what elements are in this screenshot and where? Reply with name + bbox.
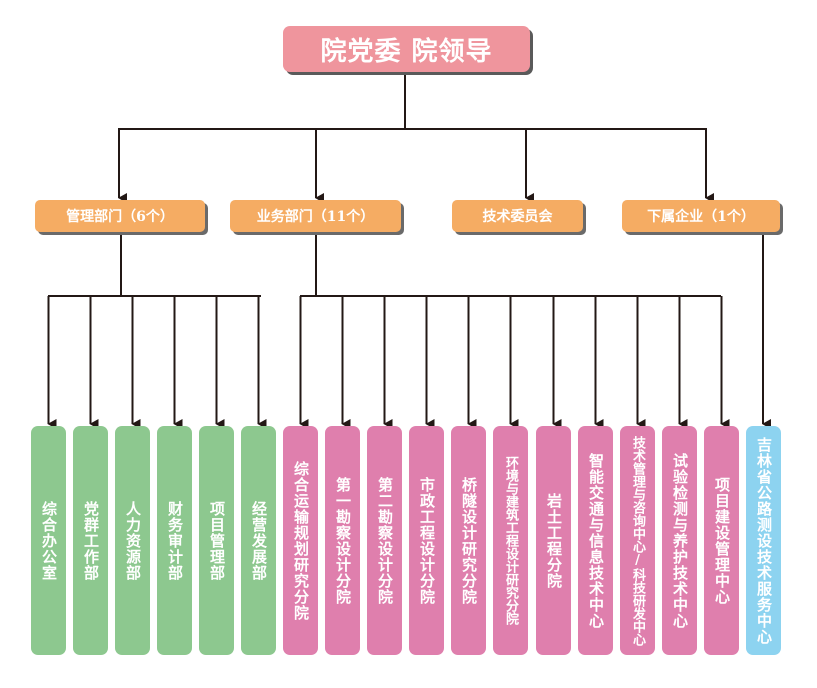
leaf-label: 技术管理与咨询中心/科技研发中心 <box>630 435 645 646</box>
leaf-label: 环境与建筑工程设计研究分院 <box>503 456 518 625</box>
node-subsidiary-enterprises: 下属企业（1个） <box>622 200 780 232</box>
node-business-departments: 业务部门（11个） <box>230 200 401 232</box>
leaf-label: 财务审计部 <box>166 500 184 581</box>
node-label: 管理部门（6个） <box>66 209 174 225</box>
leaf-business-department: 项目建设管理中心 <box>704 426 739 655</box>
leaf-business-department: 岩土工程分院 <box>536 426 571 655</box>
leaf-business-department: 环境与建筑工程设计研究分院 <box>493 426 528 655</box>
leaf-business-department: 市政工程设计分院 <box>409 426 444 655</box>
node-management-departments: 管理部门（6个） <box>35 200 205 232</box>
node-label: 业务部门（11个） <box>256 209 375 225</box>
leaf-label: 综合办公室 <box>40 500 58 581</box>
leaf-business-department: 综合运输规划研究分院 <box>283 426 318 655</box>
root-node-party-committee-leadership: 院党委 院领导 <box>283 26 530 72</box>
node-technical-committee: 技术委员会 <box>452 200 583 232</box>
leaf-label: 人力资源部 <box>124 500 142 581</box>
leaf-management-department: 经营发展部 <box>241 426 276 655</box>
leaf-management-department: 人力资源部 <box>115 426 150 655</box>
leaf-label: 桥隧设计研究分院 <box>460 476 478 605</box>
leaf-label: 项目建设管理中心 <box>713 476 731 605</box>
leaf-label: 试验检测与养护技术中心 <box>671 452 689 629</box>
leaf-management-department: 项目管理部 <box>199 426 234 655</box>
leaf-business-department: 试验检测与养护技术中心 <box>662 426 697 655</box>
root-node-label: 院党委 院领导 <box>320 36 493 67</box>
node-label: 下属企业（1个） <box>647 209 755 225</box>
leaf-business-department: 第二勘察设计分院 <box>367 426 402 655</box>
leaf-management-department: 党群工作部 <box>73 426 108 655</box>
leaf-business-department: 桥隧设计研究分院 <box>451 426 486 655</box>
leaf-label: 综合运输规划研究分院 <box>292 460 310 621</box>
leaf-label: 第一勘察设计分院 <box>334 476 352 605</box>
leaf-label: 岩土工程分院 <box>545 492 563 589</box>
leaf-label: 党群工作部 <box>82 500 100 581</box>
leaf-label: 市政工程设计分院 <box>418 476 436 605</box>
leaf-business-department: 智能交通与信息技术中心 <box>578 426 613 655</box>
node-label: 技术委员会 <box>482 209 553 225</box>
leaf-label: 项目管理部 <box>208 500 226 581</box>
leaf-label: 吉林省公路测设技术服务中心 <box>755 436 773 645</box>
leaf-management-department: 财务审计部 <box>157 426 192 655</box>
leaf-label: 智能交通与信息技术中心 <box>587 452 605 629</box>
leaf-business-department: 技术管理与咨询中心/科技研发中心 <box>620 426 655 655</box>
leaf-label: 经营发展部 <box>250 500 268 581</box>
leaf-management-department: 综合办公室 <box>31 426 66 655</box>
leaf-label: 第二勘察设计分院 <box>376 476 394 605</box>
leaf-subsidiary-enterprise: 吉林省公路测设技术服务中心 <box>746 426 781 655</box>
leaf-business-department: 第一勘察设计分院 <box>325 426 360 655</box>
